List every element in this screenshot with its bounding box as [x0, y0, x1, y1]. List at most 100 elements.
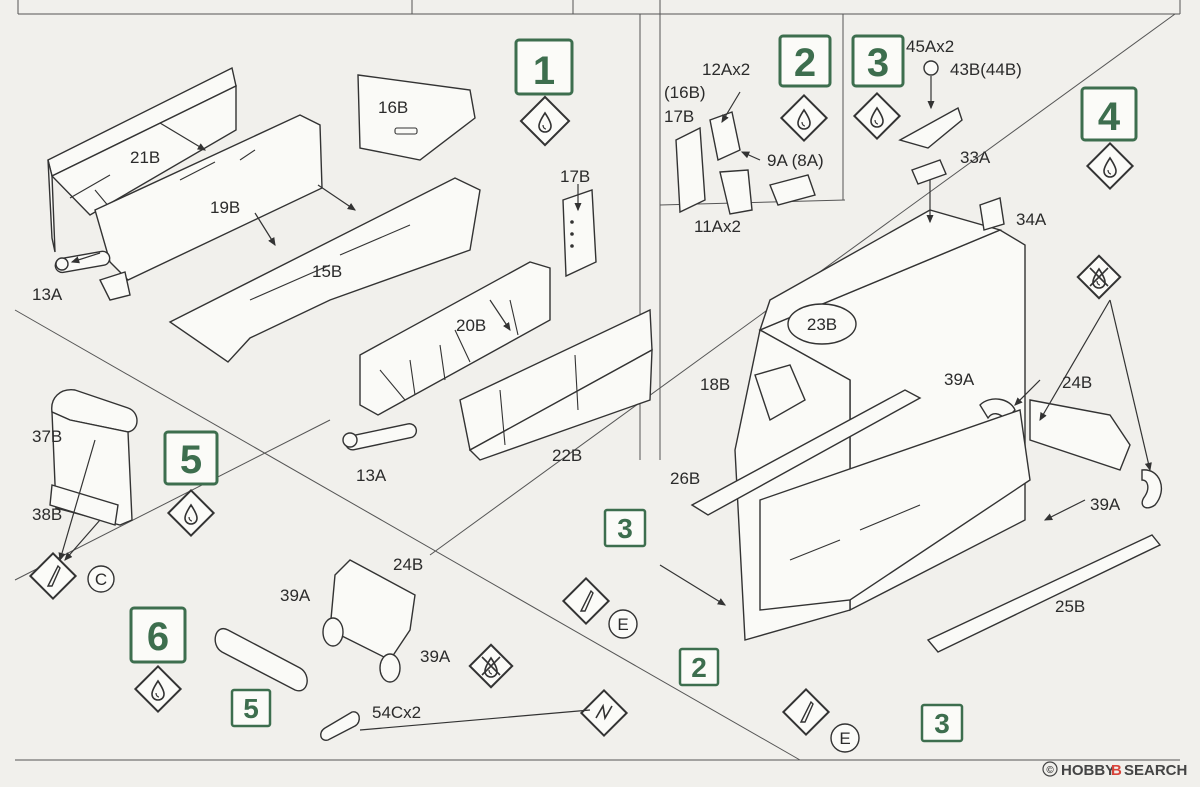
label-26B: 26B — [670, 469, 700, 488]
part-17B-bracket — [562, 189, 597, 278]
part-21B-side-panel — [47, 66, 237, 253]
part-18B-block — [754, 364, 806, 422]
hobby-search-watermark: © HOBBY B Y SEARCH — [1042, 761, 1187, 779]
svg-text:3: 3 — [934, 708, 950, 739]
no-glue-icon — [1076, 254, 1122, 300]
label-37B: 37B — [32, 427, 62, 446]
svg-text:E: E — [839, 729, 850, 748]
label-39A: 39A — [420, 647, 451, 666]
part-45A-knob — [923, 60, 939, 110]
glue-icon — [852, 91, 902, 141]
part-39A-wheel — [322, 617, 344, 647]
label-18B: 18B — [700, 375, 730, 394]
label-11Ax2: 11Ax2 — [694, 217, 741, 236]
step-2-number: 2 — [794, 41, 816, 85]
part-24B-bracket — [329, 559, 416, 661]
svg-text:©: © — [1046, 765, 1054, 776]
ref-step-3-bottom: 3 — [920, 703, 964, 743]
label-38B: 38B — [32, 505, 62, 524]
part-25B-fender — [926, 534, 1162, 653]
part-39A-wheel — [379, 653, 401, 683]
part-cylinder — [214, 627, 308, 692]
step-4-marker: 4 — [1080, 86, 1138, 191]
step-5-marker: 5 — [163, 430, 219, 538]
circled-c: C — [87, 565, 115, 593]
part-20B-frame — [359, 261, 551, 416]
label-17B: 17B — [560, 167, 590, 186]
part-22B-side — [459, 308, 653, 461]
step-6-marker: 6 — [129, 606, 187, 714]
glue-icon — [1085, 141, 1135, 191]
label-54Cx2: 54Cx2 — [372, 703, 421, 722]
circled-e: E — [830, 723, 860, 753]
part-54C-pin — [320, 711, 360, 741]
svg-text:C: C — [95, 570, 107, 589]
glue-icon — [166, 488, 216, 538]
part-15B-plate — [168, 177, 481, 363]
part-hull-side — [759, 409, 1031, 611]
part-labels: 21B 19B 16B 15B 17B 20B 22B 13A 13A 12Ax… — [32, 37, 1121, 722]
step-1-marker: 1 — [514, 38, 574, 147]
step-5-number: 5 — [180, 438, 202, 482]
label-9A-8A: 9A (8A) — [767, 151, 824, 170]
label-43B-44B: 43B(44B) — [950, 60, 1022, 79]
part-26B-fender — [690, 389, 922, 516]
part-12A-hook — [709, 111, 741, 162]
label-25B: 25B — [1055, 597, 1085, 616]
step-2-marker: 2 — [778, 34, 832, 143]
part-23B-hatch: 23B — [787, 303, 857, 345]
knife-icon — [28, 551, 78, 601]
label-15B: 15B — [312, 262, 342, 281]
label-39A: 39A — [944, 370, 975, 389]
glue-icon — [519, 95, 571, 147]
knife-icon — [561, 576, 611, 626]
label-24B: 24B — [393, 555, 423, 574]
step-3-marker: 3 — [851, 34, 905, 141]
step-1-number: 1 — [533, 49, 555, 93]
part-13A-wheel-arm — [342, 423, 418, 451]
label-13A: 13A — [32, 285, 63, 304]
label-16B: 16B — [378, 98, 408, 117]
label-22B: 22B — [552, 446, 582, 465]
svg-text:2: 2 — [691, 652, 707, 683]
glue-icon — [779, 93, 829, 143]
label-39A: 39A — [1090, 495, 1121, 514]
part-38B-tray — [49, 484, 119, 526]
label-24B: 24B — [1062, 373, 1092, 392]
label-17B: 17B — [664, 107, 694, 126]
label-12Ax2: 12Ax2 — [702, 60, 750, 79]
label-33A: 33A — [960, 148, 991, 167]
no-glue-icon — [468, 643, 514, 689]
part-11A-link — [719, 169, 753, 215]
svg-text:E: E — [617, 615, 628, 634]
part-16B-panel — [357, 74, 476, 161]
svg-text:Y: Y — [1112, 774, 1113, 776]
ref-step-5: 5 — [230, 688, 272, 728]
label-19B: 19B — [210, 198, 240, 217]
step-4-number: 4 — [1098, 95, 1121, 139]
part-17B-plate — [675, 126, 706, 214]
svg-text:SEARCH: SEARCH — [1124, 762, 1187, 779]
glue-icon — [133, 664, 183, 714]
label-45Ax2: 45Ax2 — [906, 37, 954, 56]
part-34A-handle — [979, 197, 1005, 231]
step-6-number: 6 — [147, 615, 169, 659]
sanding-icon — [579, 688, 629, 738]
part-13A-wheel-arm — [54, 250, 131, 301]
knife-icon — [781, 687, 831, 737]
svg-text:3: 3 — [617, 513, 633, 544]
label-39A: 39A — [280, 586, 311, 605]
label-13A: 13A — [356, 466, 387, 485]
label-23B: 23B — [807, 315, 837, 334]
circled-e: E — [608, 609, 638, 639]
leader-lines — [58, 91, 1152, 731]
part-24B-panel — [1029, 399, 1131, 471]
label-20B: 20B — [456, 316, 486, 335]
part-39A-cap — [1141, 469, 1163, 509]
svg-text:5: 5 — [243, 693, 259, 724]
ref-step-3-left: 3 — [603, 508, 647, 548]
label-16B-paren: (16B) — [664, 83, 706, 102]
step-3-number: 3 — [867, 41, 889, 85]
ref-step-2: 2 — [678, 647, 720, 687]
